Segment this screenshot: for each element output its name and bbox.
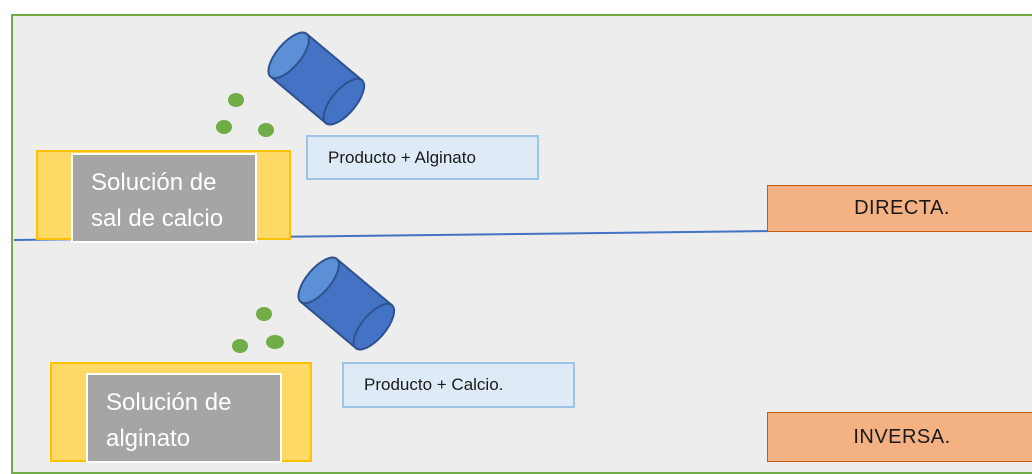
inverse-method-tag: INVERSA. [767, 412, 1032, 462]
inverse-method-label: INVERSA. [853, 425, 951, 448]
inverse-drops-icon [232, 307, 284, 353]
inverse-solution-line-1: Solución de [106, 389, 232, 416]
direct-dropper-label: Producto + Alginato [306, 135, 539, 180]
direct-pouring-cylinder-icon [267, 31, 366, 126]
direct-solution-box: Solución de sal de calcio [71, 153, 257, 243]
direct-solution-line-1: Solución de [91, 169, 217, 196]
direct-drops-icon [216, 93, 274, 137]
drop-icon [266, 335, 284, 349]
drop-icon [258, 123, 274, 137]
drop-icon [232, 339, 248, 353]
drop-icon [256, 307, 272, 321]
drop-icon [216, 120, 232, 134]
inverse-dropper-label: Producto + Calcio. [342, 362, 575, 408]
direct-solution-line-2: sal de calcio [91, 205, 224, 232]
inverse-pouring-cylinder-icon [297, 256, 396, 351]
direct-method-tag: DIRECTA. [767, 185, 1032, 232]
inverse-solution-box: Solución de alginato [86, 373, 282, 463]
inverse-dropper-label-text: Producto + Calcio. [364, 375, 504, 394]
direct-dropper-label-text: Producto + Alginato [328, 147, 476, 167]
inverse-solution-line-2: alginato [106, 425, 191, 452]
direct-method-label: DIRECTA. [854, 197, 950, 219]
drop-icon [228, 93, 244, 107]
